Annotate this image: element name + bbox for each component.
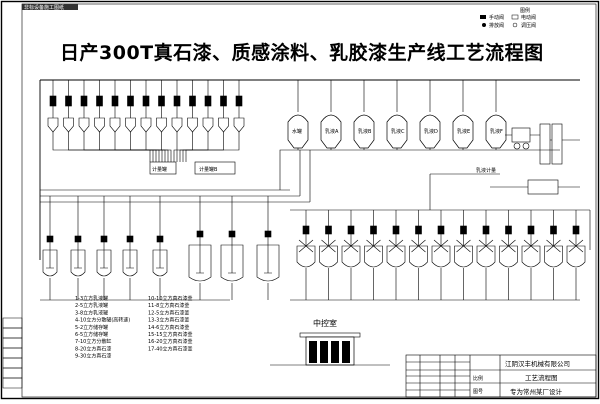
storage-tank-label: 水罐 xyxy=(292,128,302,135)
note-item: 6-5立方储存罐 xyxy=(75,331,108,338)
reactor-tank xyxy=(364,210,383,300)
hopper-unit xyxy=(185,80,245,162)
dispersion-tank xyxy=(256,196,280,300)
hopper-unit xyxy=(156,80,172,162)
legend-item: 手动阀 xyxy=(480,14,504,21)
note-item: 3-8立方乳液罐 xyxy=(75,309,108,316)
dispersion-tank xyxy=(42,196,58,300)
storage-tank: 乳液A xyxy=(320,80,342,150)
storage-tank: 乳液C xyxy=(386,80,408,150)
reactor-tank xyxy=(454,210,473,300)
main-feed-pipe xyxy=(39,79,580,260)
storage-tank-group: 水罐 乳液A 乳液B 乳液C 乳液D 乳液E 乳液F xyxy=(287,80,507,150)
hopper-unit xyxy=(171,80,183,162)
note-item: 2-5立方乳液罐 xyxy=(75,302,108,309)
note-item: 14-6立方真石漆釜 xyxy=(148,324,189,331)
reactor-tank xyxy=(566,210,586,300)
title-block-company: 江阴汉丰机械有限公司 xyxy=(505,359,570,368)
small-hopper-group xyxy=(47,80,245,162)
note-item: 8-20立方真石漆 xyxy=(75,345,111,352)
svg-text:手动阀: 手动阀 xyxy=(489,14,504,21)
equipment-notes: 1-3立方乳液罐2-5立方乳液罐3-8立方乳液罐4-10立方分散罐(高转速)5-… xyxy=(75,295,193,360)
note-item: 15-15立方真石漆釜 xyxy=(148,331,193,338)
note-item: 17-40立方真石漆釜 xyxy=(148,345,193,352)
title-block xyxy=(405,354,597,398)
svg-text:中控室: 中控室 xyxy=(313,318,337,328)
dispersion-tank xyxy=(188,196,212,300)
dispersion-tank-row xyxy=(42,196,280,300)
svg-text:排放阀: 排放阀 xyxy=(489,22,504,29)
storage-tank-label: 乳液F xyxy=(490,128,503,135)
hopper-unit xyxy=(63,80,154,162)
svg-text:乳液计量: 乳液计量 xyxy=(476,167,496,174)
storage-tank: 乳液B xyxy=(353,80,375,150)
dispersion-tank xyxy=(70,196,86,300)
reactor-tank xyxy=(476,210,496,300)
storage-tank-label: 乳液C xyxy=(391,128,405,135)
metering-tank-right: 计量罐B xyxy=(194,161,236,175)
dispersion-tank xyxy=(220,196,244,300)
hopper-unit xyxy=(109,80,163,162)
note-item: 16-20立方真石漆釜 xyxy=(148,338,193,345)
hopper-unit xyxy=(140,80,169,162)
header-strip-text: 非标设备施工图纸 xyxy=(24,4,64,11)
svg-text:计量罐: 计量罐 xyxy=(152,166,167,173)
inner-border xyxy=(21,3,597,398)
reactor-tank xyxy=(431,210,451,300)
legend-item: 电动阀 xyxy=(511,14,536,21)
reactor-tank xyxy=(544,210,563,300)
title-block-scale-label: 比例 xyxy=(473,375,483,382)
svg-text:调压阀: 调压阀 xyxy=(521,22,536,29)
reactor-tank xyxy=(521,210,541,300)
reactor-tank xyxy=(386,210,406,300)
dispersion-tank xyxy=(122,196,138,300)
legend-heading: 图例 xyxy=(520,7,530,14)
title-block-designer-note: 专为常州某厂设计 xyxy=(510,387,563,396)
hopper-unit xyxy=(182,80,229,162)
reactor-tank xyxy=(296,210,316,300)
note-item: 13-3立方真石漆釜 xyxy=(148,317,189,324)
note-item: 4-10立方分散罐(高转速) xyxy=(75,317,130,324)
svg-text:计量罐B: 计量罐B xyxy=(199,166,218,173)
storage-tank-label: 乳液B xyxy=(358,128,372,135)
legend-item: 排放阀 xyxy=(482,22,504,29)
reactor-tank xyxy=(409,210,428,300)
reactor-tank-row xyxy=(296,210,586,300)
storage-tank: 乳液F xyxy=(485,80,507,150)
reactor-tank xyxy=(319,210,338,300)
reactor-tank xyxy=(341,210,361,300)
note-item: 10-10立方真石漆釜 xyxy=(148,295,193,302)
note-item: 5-2立方储存罐 xyxy=(75,324,108,331)
svg-text:电动阀: 电动阀 xyxy=(521,14,536,21)
control-room: 中控室 xyxy=(270,318,390,366)
metering-tank-left: 计量罐 xyxy=(149,161,177,175)
skid-equipment xyxy=(490,123,580,195)
note-item: 7-10立方分散缸 xyxy=(75,338,111,345)
left-margin-boxes xyxy=(2,317,23,389)
title-block-drawing-name: 工艺流程图 xyxy=(525,373,558,382)
legend: 图例 手动阀 电动阀 排放阀 调压阀 xyxy=(480,7,536,29)
dispersion-tank xyxy=(152,196,168,300)
note-item: 12-5立方真石漆釜 xyxy=(148,309,189,316)
storage-tank-label: 乳液A xyxy=(325,128,339,135)
dispersion-tank xyxy=(96,196,112,300)
title-block-drawing-no-label: 图号 xyxy=(473,389,483,395)
storage-tank: 水罐 xyxy=(287,80,309,150)
manifold-pipes xyxy=(40,149,591,250)
storage-tank-label: 乳液D xyxy=(424,128,438,135)
note-item: 1-3立方乳液罐 xyxy=(75,295,108,302)
storage-tank-label: 乳液E xyxy=(457,128,470,135)
note-item: 9-30立方真石漆 xyxy=(75,353,111,360)
storage-tank: 乳液E xyxy=(452,80,474,150)
header-strip-box xyxy=(22,4,78,10)
reactor-tank xyxy=(499,210,518,300)
emulsion-metering-tag: 乳液计量 xyxy=(476,167,496,174)
legend-item: 调压阀 xyxy=(512,22,536,29)
storage-tank: 乳液D xyxy=(419,80,441,150)
note-item: 11-8立方真石漆釜 xyxy=(148,302,189,309)
drawing-title: 日产300T真石漆、质感涂料、乳胶漆生产线工艺流程图 xyxy=(60,42,544,64)
